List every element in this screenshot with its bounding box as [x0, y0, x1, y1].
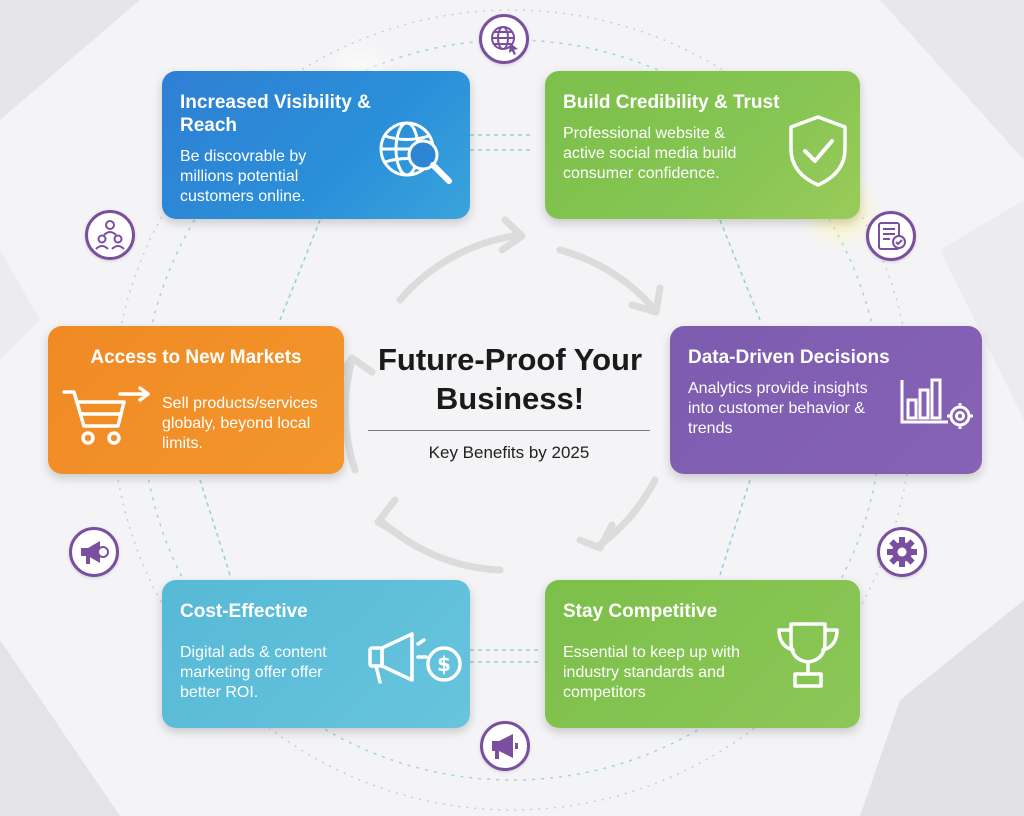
loudspeaker-icon	[492, 734, 518, 759]
bar-chart-gear-icon	[900, 378, 973, 429]
competitive-body: Essential to keep up with industry stand…	[563, 644, 740, 701]
cost-body: Digital ads & content marketing offer of…	[180, 644, 327, 701]
competitive-card: Stay Competitive Essential to keep up wi…	[545, 580, 860, 728]
visibility-title: Increased Visibility & Reach	[180, 92, 371, 136]
shield-check-icon	[789, 115, 847, 187]
markets-card: Access to New Markets Sell products/serv…	[48, 326, 344, 474]
megaphone-dollar-icon: $	[368, 632, 462, 684]
visibility-body: Be discovrable by millions potential cus…	[180, 148, 307, 205]
markets-body: Sell products/services globaly, beyond l…	[162, 395, 318, 452]
data-card: Data-Driven Decisions Analytics provide …	[670, 326, 982, 474]
data-body: Analytics provide insights into customer…	[688, 380, 868, 437]
badge-loudspeaker	[480, 721, 530, 771]
title-divider	[368, 430, 650, 431]
svg-text:$: $	[437, 652, 451, 676]
cost-card: Cost-Effective Digital ads & content mar…	[162, 580, 470, 728]
globe-search-icon	[379, 121, 452, 184]
center-title: Future-Proof Your Business!	[377, 342, 643, 416]
credibility-body: Professional website & active social med…	[563, 125, 737, 182]
people-network-icon	[95, 220, 125, 250]
center-subtitle: Key Benefits by 2025	[428, 443, 590, 462]
shopping-cart-icon	[62, 386, 150, 445]
tablet-report-icon	[878, 222, 906, 250]
markets-title: Access to New Markets	[90, 347, 302, 368]
badge-people	[85, 210, 135, 260]
visibility-card: Increased Visibility & Reach Be discovra…	[162, 71, 470, 219]
badge-globe	[479, 14, 529, 64]
globe-cursor-icon	[491, 26, 518, 55]
megaphone-icon	[81, 541, 109, 564]
badge-gear	[877, 527, 927, 577]
credibility-card: Build Credibility & Trust Professional w…	[545, 71, 860, 219]
gear-icon	[887, 537, 917, 567]
credibility-title: Build Credibility & Trust	[563, 92, 780, 113]
badge-megaphone	[69, 527, 119, 577]
data-title: Data-Driven Decisions	[688, 347, 890, 368]
badge-tablet	[866, 211, 916, 261]
competitive-title: Stay Competitive	[563, 601, 718, 622]
trophy-icon	[777, 622, 839, 688]
cost-title: Cost-Effective	[180, 601, 308, 622]
